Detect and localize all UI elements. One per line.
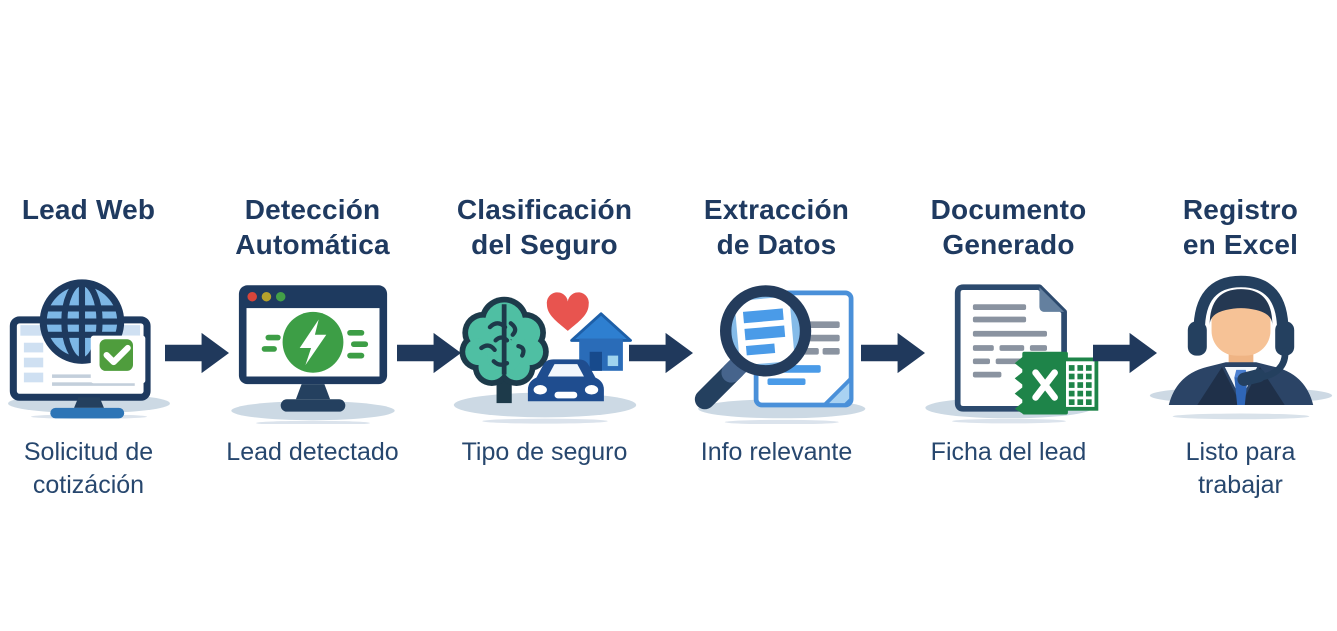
step-caption: Ficha del lead [930,438,1087,466]
step-caption: Info relevante [700,438,853,466]
flow-arrow [860,332,925,374]
arrow-right-icon [860,332,925,374]
flow-arrow [628,332,693,374]
flow-step-documento-generado: Documento Generado [916,192,1102,469]
step-caption: Solicitud de cotizáción [23,438,154,499]
flow-arrow [396,332,461,374]
flow-step-deteccion-automatica: Detección Automática [220,192,406,469]
step-title: Documento Generado [930,194,1087,261]
document-excel-icon [924,284,1098,424]
arrow-right-icon [164,332,229,374]
support-agent-headset-icon [1149,275,1332,420]
step-title: Clasificación del Seguro [456,194,633,261]
step-icon [447,272,643,424]
step-title: Lead Web [21,194,156,225]
step-icon [215,272,411,424]
monitor-globe-check-icon [7,279,170,419]
step-icon [679,272,875,424]
arrow-right-icon [396,332,461,374]
arrow-right-icon [1092,332,1157,374]
step-title: Detección Automática [235,194,390,261]
magnifier-document-icon [694,285,865,424]
flow-arrow [1092,332,1157,374]
step-icon [1143,272,1337,424]
arrow-right-icon [628,332,693,374]
browser-lightning-bolt-icon [230,285,395,424]
flow-step-extraccion-datos: Extracción de Datos [684,192,870,469]
brain-heart-house-car-icon [453,292,636,424]
step-title: Extracción de Datos [703,194,850,261]
step-caption: Lead detectado [226,438,399,466]
flow-arrow [164,332,229,374]
process-flow: Lead Web [4,192,1334,501]
flow-step-lead-web: Lead Web [4,192,174,501]
flow-step-clasificacion-seguro: Clasificación del Seguro [452,192,638,469]
step-icon [1,272,177,424]
step-caption: Listo para trabajar [1185,438,1296,499]
step-caption: Tipo de seguro [461,438,628,466]
step-title: Registro en Excel [1182,194,1299,261]
step-icon [911,272,1107,424]
flow-step-registro-excel: Registro en Excel [1148,192,1334,501]
